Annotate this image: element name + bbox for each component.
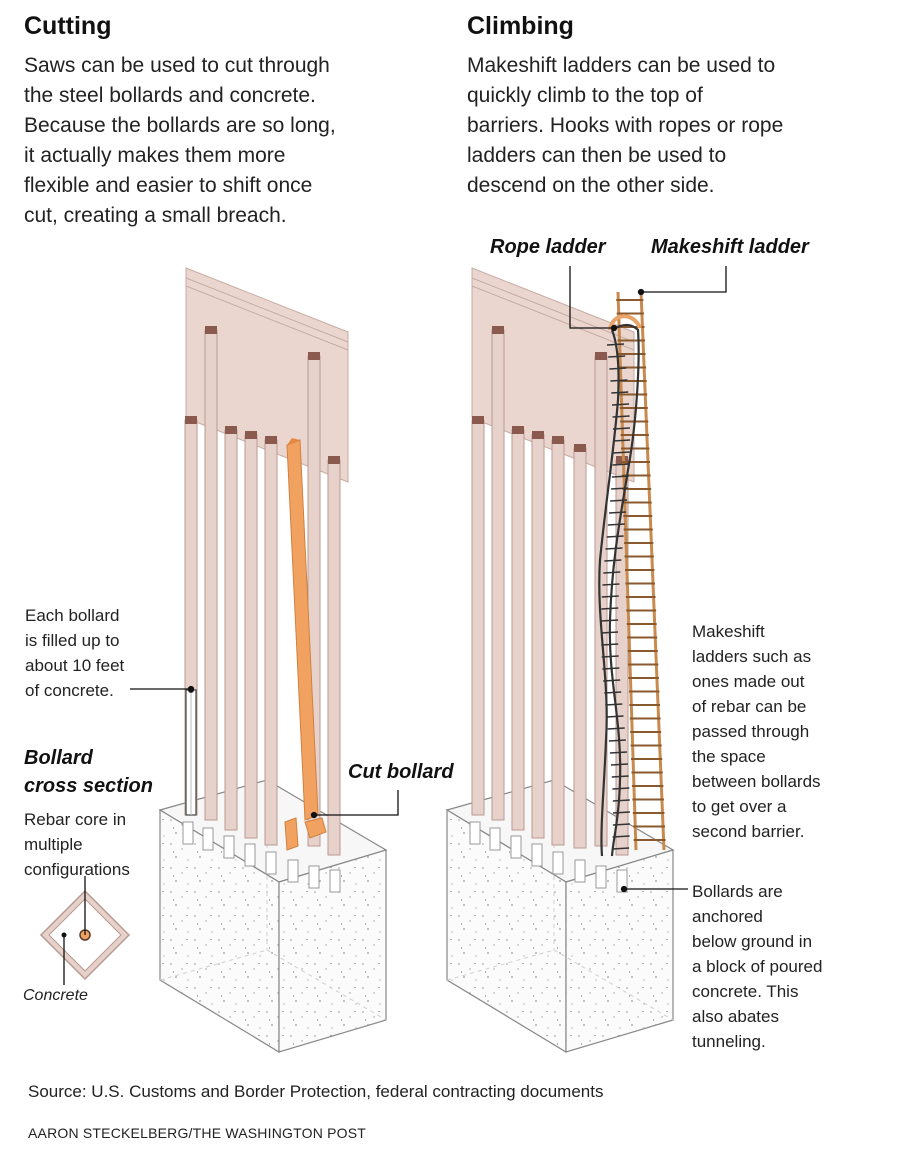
climbing-description: Makeshift ladders can be used to quickly…: [467, 54, 784, 197]
rope-ladder-rung: [612, 787, 630, 790]
rope-ladder-rung: [605, 703, 623, 706]
leader-lines-left: [130, 685, 399, 819]
rope-ladder-rung: [612, 427, 630, 430]
rope-ladder-rung: [607, 727, 625, 730]
rope-ladder-rung: [610, 499, 628, 502]
bollard-cross-section-diagram: [39, 876, 131, 985]
bollards-right: [469, 326, 629, 893]
rope-ladder-rung: [611, 775, 629, 778]
bollards-left: [182, 326, 341, 893]
makeshift-ladder-label: Makeshift ladder: [651, 236, 809, 258]
source-line: Source: U.S. Customs and Border Protecti…: [28, 1082, 604, 1101]
concrete-label: Concrete: [23, 987, 88, 1004]
rope-ladder-rung: [604, 691, 622, 694]
rope-ladder-rung: [601, 595, 619, 598]
rope-ladder-rung: [611, 475, 629, 478]
rope-ladder-rung: [600, 631, 619, 634]
cut-bollard-label: Cut bollard: [348, 761, 454, 783]
rope-ladder-rung: [601, 643, 619, 646]
rope-ladder-rung: [608, 511, 627, 514]
rope-ladder-rung: [609, 367, 627, 370]
rope-ladder-rung: [602, 583, 620, 586]
rope-ladder-label: Rope ladder: [490, 236, 606, 258]
rope-ladder-rung: [610, 763, 628, 766]
rope-ladder-rung: [612, 415, 630, 418]
rope-ladder-rung: [604, 559, 622, 562]
rope-ladder-rung: [601, 655, 619, 658]
rope-ladder-rung: [603, 679, 621, 682]
rope-ladder-rung: [612, 439, 631, 442]
rope-ladder-rung: [612, 847, 630, 850]
rope-ladder-rung: [608, 355, 626, 358]
rope-ladder-rung: [612, 811, 631, 814]
rope-ladder-rung: [612, 451, 630, 454]
climbing-heading: Climbing: [467, 12, 574, 40]
rope-ladder-rung: [612, 823, 630, 826]
rope-ladder: [598, 314, 642, 857]
concrete-fill-note: Each bollard is filled up to about 10 fe…: [25, 606, 125, 700]
rebar-note: Rebar core in multiple configurations: [24, 810, 130, 879]
rope-ladder-rung: [606, 535, 624, 538]
rope-ladder-rung: [606, 715, 624, 718]
rope-ladder-rung: [609, 751, 628, 754]
rope-ladder-rung: [610, 379, 628, 382]
makeshift-ladder-note: Makeshift ladders such as ones made out …: [692, 622, 821, 841]
rope-ladder-rung: [605, 547, 623, 550]
leader-lines-right: [569, 266, 727, 893]
rope-ladder-rung: [612, 403, 630, 406]
rope-ladder-rung: [603, 571, 621, 574]
rope-ladder-rung: [606, 343, 625, 346]
rope-ladder-rung: [612, 463, 630, 466]
rope-ladder-rung: [608, 739, 626, 742]
anchored-note: Bollards are anchored below ground in a …: [692, 882, 823, 1051]
rope-ladder-rung: [611, 391, 629, 394]
rope-ladder-rung: [601, 607, 619, 610]
rope-ladder-rung: [602, 667, 620, 670]
credit-line: AARON STECKELBERG/THE WASHINGTON POST: [28, 1125, 367, 1141]
climbing-scene: [445, 266, 727, 1054]
cross-section-title: Bollard cross section: [24, 747, 153, 797]
rope-ladder-rung: [607, 523, 625, 526]
rope-ladder-rung: [612, 799, 630, 802]
rope-ladder-rung: [612, 835, 630, 838]
cutting-description: Saws can be used to cut through the stee…: [24, 54, 336, 227]
cutting-scene: [39, 267, 399, 1054]
rope-ladder-rung: [611, 487, 629, 490]
cutting-heading: Cutting: [24, 12, 112, 40]
rope-ladder-rung: [600, 619, 619, 622]
